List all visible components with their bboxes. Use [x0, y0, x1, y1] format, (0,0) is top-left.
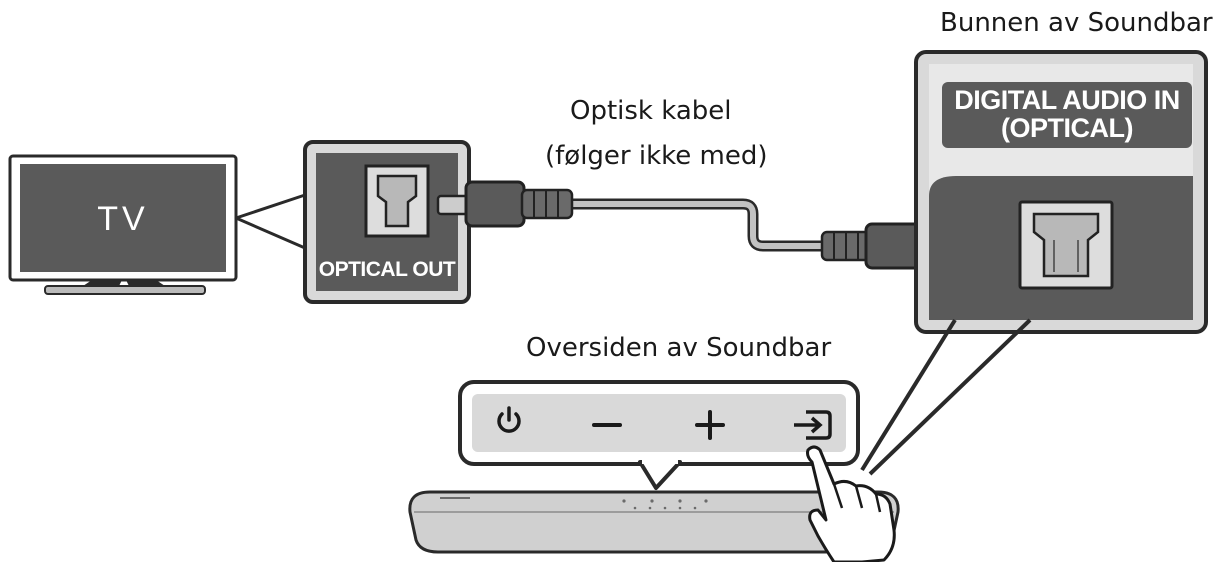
digital-audio-in-line2: (OPTICAL)	[1001, 113, 1133, 143]
cable-label-line1: Optisk kabel	[570, 96, 732, 126]
optical-out-port-icon	[364, 164, 430, 238]
left-cable-plug	[436, 180, 574, 228]
digital-audio-in-label: DIGITAL AUDIO IN (OPTICAL)	[942, 86, 1192, 142]
tv-screen-text: TV	[97, 200, 149, 238]
digital-audio-in-line1: DIGITAL AUDIO IN	[954, 85, 1180, 115]
tv-port-callout	[303, 140, 471, 304]
source-input-icon[interactable]	[794, 410, 832, 440]
cable-label-line2: (følger ikke med)	[545, 141, 768, 171]
optical-out-label: OPTICAL OUT	[318, 258, 456, 281]
digital-audio-in-port-icon	[1018, 200, 1114, 290]
plus-icon[interactable]	[695, 410, 725, 440]
bottom-of-soundbar-label: Bunnen av Soundbar	[940, 8, 1213, 38]
bottom-callout-pointer	[860, 318, 1032, 476]
soundbar-bottom-callout	[914, 50, 1208, 334]
soundbar-top-callout	[458, 380, 860, 490]
top-of-soundbar-label: Oversiden av Soundbar	[526, 333, 832, 363]
power-icon[interactable]	[497, 406, 521, 433]
pointing-hand-icon	[806, 445, 896, 564]
tv-callout-pointer	[234, 193, 307, 250]
tv-illustration	[8, 154, 238, 295]
optical-cable	[436, 180, 962, 270]
